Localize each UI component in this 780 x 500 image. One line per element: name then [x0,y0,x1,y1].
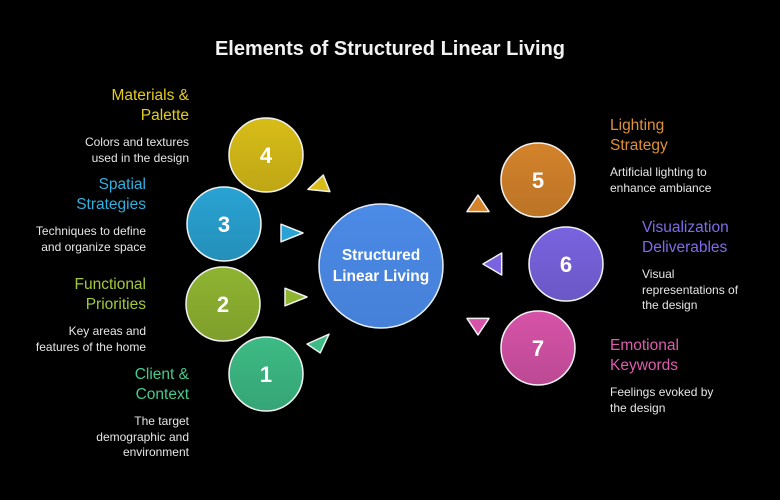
label-node-7: Emotional Keywords Feelings evoked by th… [610,336,713,416]
label-title-line: Lighting [610,117,665,134]
label-node-5: Lighting Strategy Artificial lighting to… [610,116,711,196]
center-circle [318,203,444,329]
label-description-line: representations of [642,282,739,297]
arrow-triangle-icon-7 [466,317,490,336]
node-number: 6 [560,252,572,277]
arrow-triangle-icon-4 [307,174,331,193]
label-description: Key areas and features of the home [36,324,146,355]
label-title: Emotional Keywords [610,336,713,376]
label-title: Functional Priorities [36,275,146,315]
label-description: Feelings evoked by the design [610,385,713,416]
label-title-line: Strategies [76,196,146,213]
label-description-line: The target [134,414,189,428]
node-circle [185,266,261,342]
label-description: The target demographic and environment [96,414,189,461]
label-title-line: Emotional [610,337,679,354]
label-title-line: Priorities [85,296,146,313]
node-number: 7 [532,336,544,361]
arrow-triangle-icon-1 [306,333,330,354]
node-number: 2 [217,292,229,317]
node-number: 1 [260,362,272,387]
label-title-line: Keywords [610,357,679,374]
label-description: Colors and textures used in the design [85,135,189,166]
label-description-line: the design [642,298,698,312]
label-node-1: Client & Context The target demographic … [96,365,189,461]
diagram-title: Elements of Structured Linear Living [214,38,566,60]
node-5: 5 [500,142,576,218]
label-description: Techniques to define and organize space [36,224,146,255]
label-description-line: Feelings evoked by [610,385,714,399]
label-description-line: Key areas and [68,324,146,338]
node-circle [528,226,604,302]
arrow-triangle-icon-6 [482,252,503,276]
label-title-line: Strategy [610,137,668,154]
node-3: 3 [186,186,262,262]
label-node-4: Materials & Palette Colors and textures … [85,86,189,166]
label-title-line: Visualization [642,219,729,236]
label-title-line: Deliverables [642,239,728,256]
node-number: 4 [260,143,273,168]
label-description-line: enhance ambiance [610,180,712,195]
node-number: 5 [532,168,544,193]
label-description-line: Artificial lighting to [610,165,707,179]
label-title-line: Functional [74,276,146,293]
label-description-line: the design [610,400,666,415]
arrow-triangle-icon-5 [466,194,490,213]
center-label-line-1: Structured [342,247,420,264]
label-title-line: Spatial [98,176,146,193]
node-circle [228,336,304,412]
label-title: Spatial Strategies [36,175,146,215]
node-4: 4 [228,117,304,193]
node-7: 7 [500,310,576,386]
node-circle [228,117,304,193]
node-circle [500,142,576,218]
label-description-line: environment [122,445,189,459]
label-description-line: features of the home [35,339,146,354]
label-title-line: Palette [140,107,189,124]
center-node: Structured Linear Living [318,203,444,329]
label-description-line: and organize space [41,239,146,254]
label-title-line: Client & [134,366,189,383]
node-circle [186,186,262,262]
label-title: Materials & Palette [85,86,189,126]
label-title: Visualization Deliverables [642,218,738,258]
node-2: 2 [185,266,261,342]
label-description: Artificial lighting to enhance ambiance [610,165,711,196]
node-number: 3 [218,212,230,237]
label-node-2: Functional Priorities Key areas and feat… [36,275,146,355]
label-description: Visual representations of the design [642,267,738,314]
arrow-triangle-icon-2 [284,287,308,307]
label-description-line: Techniques to define [35,224,146,238]
label-node-3: Spatial Strategies Techniques to define … [36,175,146,255]
label-description-line: Visual [642,267,675,281]
node-6: 6 [528,226,604,302]
label-title-line: Materials & [111,87,189,104]
label-node-6: Visualization Deliverables Visual repres… [642,218,738,314]
center-label-line-2: Linear Living [333,268,429,285]
label-title: Lighting Strategy [610,116,711,156]
label-title: Client & Context [96,365,189,405]
label-description-line: Colors and textures [84,135,189,149]
label-description-line: used in the design [91,150,189,165]
label-title-line: Context [135,386,189,403]
arrow-triangle-icon-3 [280,223,304,243]
label-description-line: demographic and [96,429,189,444]
node-circle [500,310,576,386]
node-1: 1 [228,336,304,412]
